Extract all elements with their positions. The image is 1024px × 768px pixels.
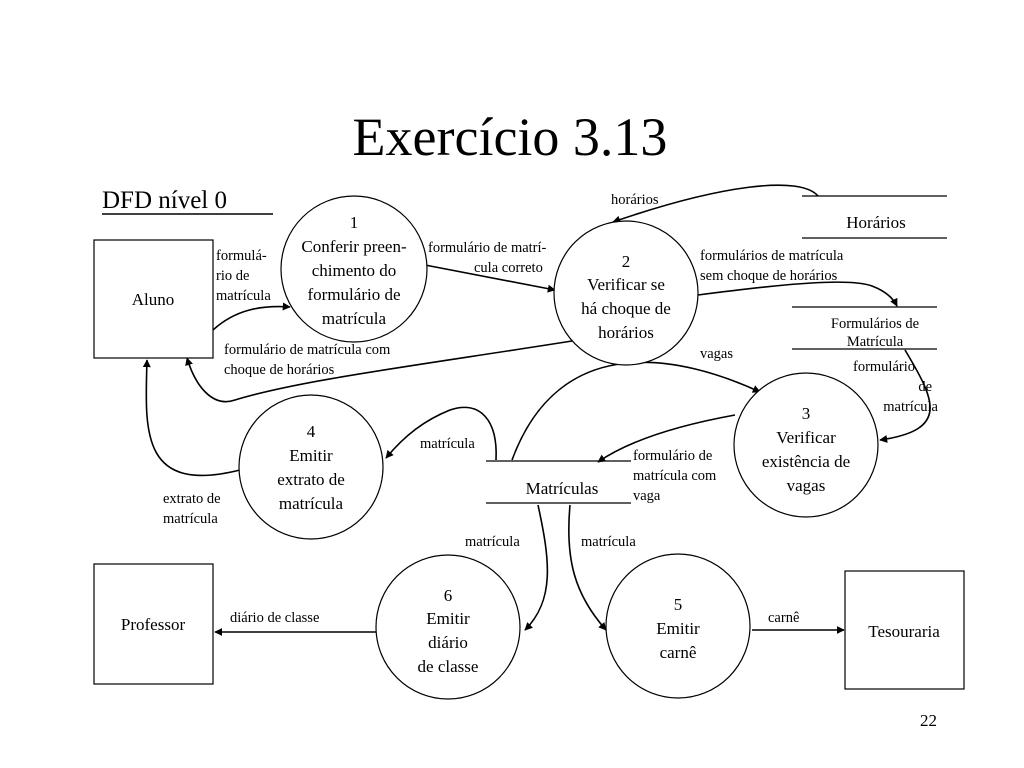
flow-p2-aluno <box>185 340 573 403</box>
slide-subtitle: DFD nível 0 <box>102 187 227 214</box>
flow-p4-aluno <box>142 359 241 477</box>
store-horarios-label: Horários <box>846 213 905 232</box>
process-4-number: 4 <box>307 422 316 441</box>
label-p3-matriculas-2: matrícula com <box>633 468 717 484</box>
process-1-number: 1 <box>350 213 359 232</box>
label-matriculas-p3: vagas <box>700 346 733 362</box>
process-6-line-1: Emitir <box>426 609 470 628</box>
flow-lines <box>142 184 931 636</box>
process-3-line-3: vagas <box>787 476 826 495</box>
label-p4-aluno-2: matrícula <box>163 511 218 527</box>
store-formularios-label-1: Formulários de <box>831 316 919 332</box>
label-p2-formularios-2: sem choque de horários <box>700 268 838 284</box>
process-1-line-3: formulário de <box>308 285 401 304</box>
label-matriculas-p6: matrícula <box>465 534 520 550</box>
label-p6-professor: diário de classe <box>230 610 319 626</box>
flow-p3-matriculas <box>597 414 736 463</box>
label-p3-matriculas-3: vaga <box>633 488 661 504</box>
process-4-line-3: matrícula <box>279 494 344 513</box>
process-1: 1 Conferir preen- chimento do formulário… <box>280 195 428 343</box>
process-5-line-1: Emitir <box>656 619 700 638</box>
label-aluno-p1-2: rio de <box>216 268 249 284</box>
slide-title: Exercício 3.13 <box>353 107 668 167</box>
process-4-line-2: extrato de <box>277 470 345 489</box>
label-formularios-p3-1: formulário <box>853 359 915 375</box>
label-p5-tesouraria: carnê <box>768 610 799 626</box>
label-matriculas-p4: matrícula <box>420 436 475 452</box>
label-aluno-p1-1: formulá- <box>216 248 267 264</box>
process-3: 3 Verificar existência de vagas <box>733 372 879 518</box>
label-p4-aluno-1: extrato de <box>163 491 221 507</box>
store-formularios: Formulários de Matrícula <box>792 306 937 350</box>
process-2-number: 2 <box>622 252 631 271</box>
process-5-number: 5 <box>674 595 683 614</box>
process-4-line-1: Emitir <box>289 446 333 465</box>
process-5-line-2: carnê <box>660 643 697 662</box>
entity-professor: Professor <box>93 563 214 685</box>
flow-matriculas-p4 <box>385 406 497 461</box>
label-p1-p2-1: formulário de matrí- <box>428 240 547 256</box>
label-p2-aluno-1: formulário de matrícula com <box>224 342 391 358</box>
store-horarios: Horários <box>802 195 947 239</box>
flow-p2-formularios <box>697 281 898 307</box>
label-formularios-p3-3: matrícula <box>883 399 938 415</box>
flow-formularios-p3 <box>879 349 931 443</box>
process-6-line-2: diário <box>428 633 468 652</box>
label-p2-aluno-2: choque de horários <box>224 362 335 378</box>
label-p3-matriculas-1: formulário de <box>633 448 712 464</box>
label-p2-formularios-1: formulários de matrícula <box>700 248 844 264</box>
label-matriculas-p5: matrícula <box>581 534 636 550</box>
process-6-line-3: de classe <box>418 657 479 676</box>
store-formularios-label-2: Matrícula <box>847 334 904 350</box>
flow-labels: formulá- rio de matrícula formulário de … <box>163 192 939 626</box>
label-p1-p2-2: cula correto <box>474 260 543 276</box>
process-2-line-1: Verificar se <box>587 275 665 294</box>
label-horarios-p2: horários <box>611 192 659 208</box>
entity-tesouraria-label: Tesouraria <box>868 622 940 641</box>
flow-matriculas-p6 <box>524 504 549 631</box>
flow-matriculas-p3 <box>511 361 761 461</box>
process-3-line-2: existência de <box>762 452 850 471</box>
store-matriculas-label: Matrículas <box>526 479 599 498</box>
entity-aluno: Aluno <box>93 239 214 359</box>
label-formularios-p3-2: de <box>918 379 932 395</box>
label-aluno-p1-3: matrícula <box>216 288 271 304</box>
entity-aluno-label: Aluno <box>132 290 175 309</box>
flow-matriculas-p5 <box>567 504 607 631</box>
entity-tesouraria: Tesouraria <box>844 570 965 690</box>
process-5: 5 Emitir carnê <box>605 553 751 699</box>
process-3-number: 3 <box>802 404 811 423</box>
process-2-line-2: há choque de <box>581 299 671 318</box>
process-4: 4 Emitir extrato de matrícula <box>238 394 384 540</box>
process-6-number: 6 <box>444 586 453 605</box>
process-2-line-3: horários <box>598 323 654 342</box>
process-2: 2 Verificar se há choque de horários <box>553 220 699 366</box>
page-number: 22 <box>920 711 937 730</box>
process-6: 6 Emitir diário de classe <box>375 554 521 700</box>
process-1-line-4: matrícula <box>322 309 387 328</box>
process-1-line-2: chimento do <box>312 261 397 280</box>
entity-professor-label: Professor <box>121 615 186 634</box>
process-1-line-1: Conferir preen- <box>301 237 407 256</box>
process-3-line-1: Verificar <box>776 428 836 447</box>
flow-horarios-p2 <box>612 184 819 224</box>
flow-p1-p2 <box>424 264 556 293</box>
flow-aluno-p1 <box>212 302 291 331</box>
store-matriculas: Matrículas <box>486 460 631 504</box>
